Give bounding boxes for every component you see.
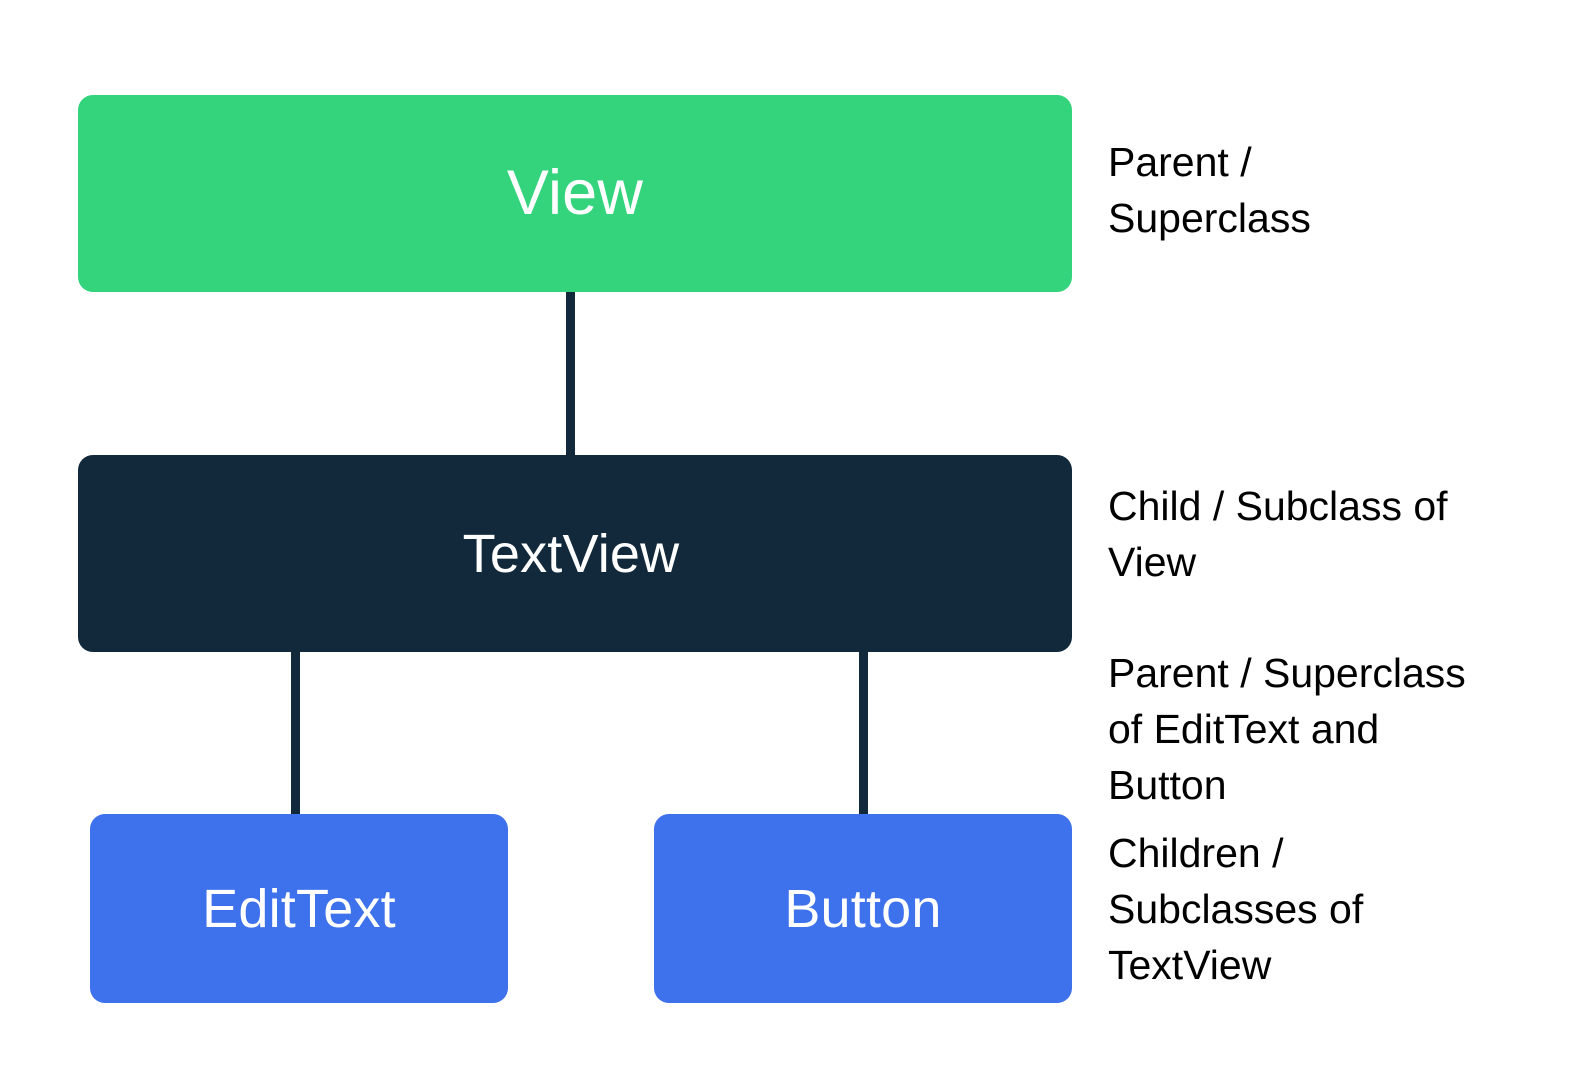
node-view-label: View bbox=[506, 158, 644, 228]
connector-textview-to-edittext bbox=[291, 645, 300, 821]
annotation-middle: Child / Subclass of View Parent / Superc… bbox=[1108, 423, 1568, 869]
node-edittext-label: EditText bbox=[202, 878, 396, 939]
node-button-label: Button bbox=[784, 878, 942, 939]
node-textview-label: TextView bbox=[462, 523, 680, 584]
annotation-root: Parent / Superclass bbox=[1108, 139, 1311, 241]
node-edittext[interactable]: EditText bbox=[90, 814, 508, 1003]
annotation-leaves: Children / Subclasses of TextView bbox=[1108, 830, 1364, 988]
node-view[interactable]: View bbox=[78, 95, 1072, 292]
annotation-middle-part-2: Parent / Superclass of EditText and Butt… bbox=[1108, 650, 1466, 808]
node-button[interactable]: Button bbox=[654, 814, 1072, 1003]
annotation-middle-part-1: Child / Subclass of View bbox=[1108, 482, 1448, 585]
node-textview[interactable]: TextView bbox=[78, 455, 1072, 652]
connector-textview-to-button bbox=[859, 645, 868, 821]
connector-view-to-textview bbox=[566, 286, 575, 462]
